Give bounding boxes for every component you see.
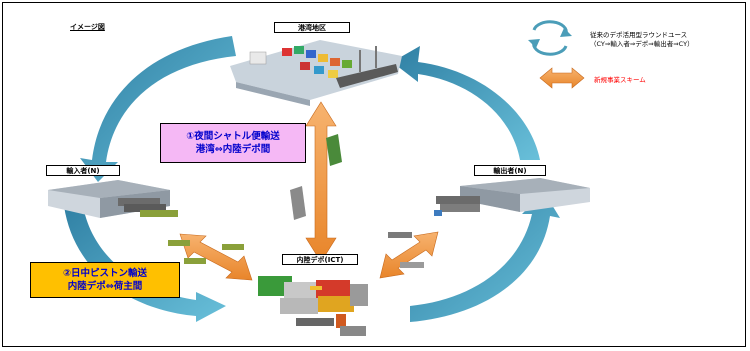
cycle-arrow-exporter-to-port [392, 46, 540, 160]
shuttle-box-line1: ①夜間シャトル便輸送 [186, 131, 280, 142]
diagram-title: イメージ図 [70, 23, 105, 31]
piston-box-line1: ②日中ピストン輸送 [62, 268, 148, 279]
shuttle-arrow [305, 101, 337, 263]
exporter-warehouse [434, 178, 590, 216]
piston-box: ②日中ピストン輸送 内陸デポ⇔荷主間 [30, 262, 180, 298]
trucks [168, 134, 424, 268]
importer-label: 輸入者(N) [46, 165, 120, 176]
piston-arrow-exporter [379, 231, 439, 279]
legend-new-scheme: 新規事業スキーム [594, 76, 646, 84]
depot-illustration [258, 276, 368, 336]
port-illustration [230, 40, 402, 106]
legend-scheme-arrow [539, 67, 585, 89]
importer-warehouse [48, 180, 178, 218]
shuttle-box: ①夜間シャトル便輸送 港湾⇔内陸デポ間 [160, 123, 306, 163]
legend-cycle-line1: 従来のデポ活用型ラウンドユース [590, 31, 688, 39]
legend-cycle-icon [528, 20, 572, 56]
port-label: 港湾地区 [274, 22, 350, 33]
piston-box-line2: 内陸デポ⇔荷主間 [67, 281, 143, 292]
piston-arrow-importer [179, 233, 253, 281]
scheme-arrows [179, 67, 585, 281]
cycle-arrow-depot-to-exporter [410, 192, 560, 322]
depot-label: 内陸デポ(ICT) [282, 254, 358, 265]
diagram-frame [2, 2, 746, 347]
shuttle-box-line2: 港湾⇔内陸デポ間 [195, 144, 271, 155]
exporter-label: 輸出者(N) [474, 165, 546, 176]
legend-cycle-line2: （CY⇒輸入者⇒デポ⇒輸出者⇒CY） [590, 40, 694, 48]
